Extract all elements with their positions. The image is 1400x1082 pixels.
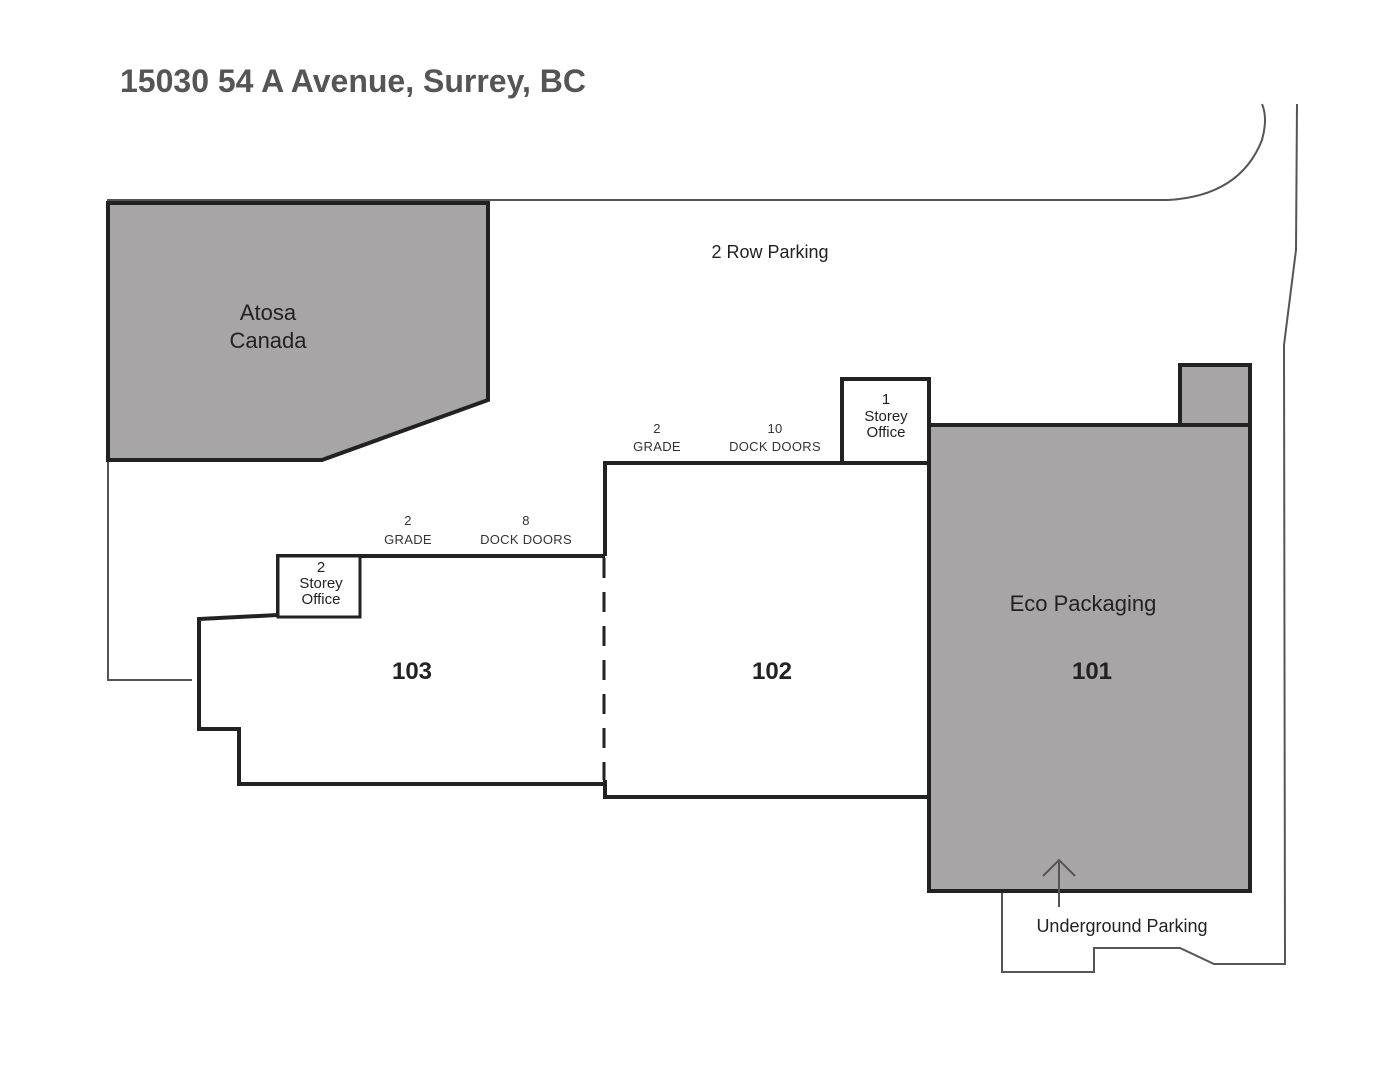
office-102-line1: Storey [864,408,908,425]
office-103-count: 2 [317,559,325,576]
unit-102-grade-count: 2 [653,421,661,436]
unit-103-dock-count: 8 [522,513,530,528]
unit-102-dock-count: 10 [767,421,782,436]
office-103-line2: Office [302,591,341,608]
arrow-up-icon [1042,858,1076,907]
building-atosa-canada [106,201,490,462]
office-103-box [276,554,362,619]
property-boundary-left [107,460,192,681]
unit-101-label: 101 [1072,658,1112,685]
underground-parking-label: Underground Parking [1036,916,1207,936]
unit-102-label: 102 [752,658,792,685]
building-eco-packaging-annex [1178,363,1252,427]
atosa-name-line1: Atosa [240,300,297,325]
unit-103-dock-label: DOCK DOORS [480,532,572,547]
unit-103-grade-count: 2 [404,513,412,528]
unit-103-label: 103 [392,658,432,685]
eco-packaging-name: Eco Packaging [1010,591,1157,616]
office-102-line2: Office [867,424,906,441]
atosa-name-line2: Canada [229,328,307,353]
office-102-count: 1 [882,391,890,408]
unit-101-eco-packaging[interactable] [927,423,1252,893]
unit-102-dock-label: DOCK DOORS [729,439,821,454]
office-103-line1: Storey [299,575,343,592]
unit-102-grade-label: GRADE [633,439,681,454]
unit-102[interactable] [603,461,929,799]
page-title: 15030 54 A Avenue, Surrey, BC [120,63,586,99]
property-boundary-right [1001,103,1298,973]
unit-103-grade-label: GRADE [384,532,432,547]
office-102-box [840,377,931,465]
property-boundary-top [107,103,1266,203]
row-parking-label: 2 Row Parking [711,242,828,262]
